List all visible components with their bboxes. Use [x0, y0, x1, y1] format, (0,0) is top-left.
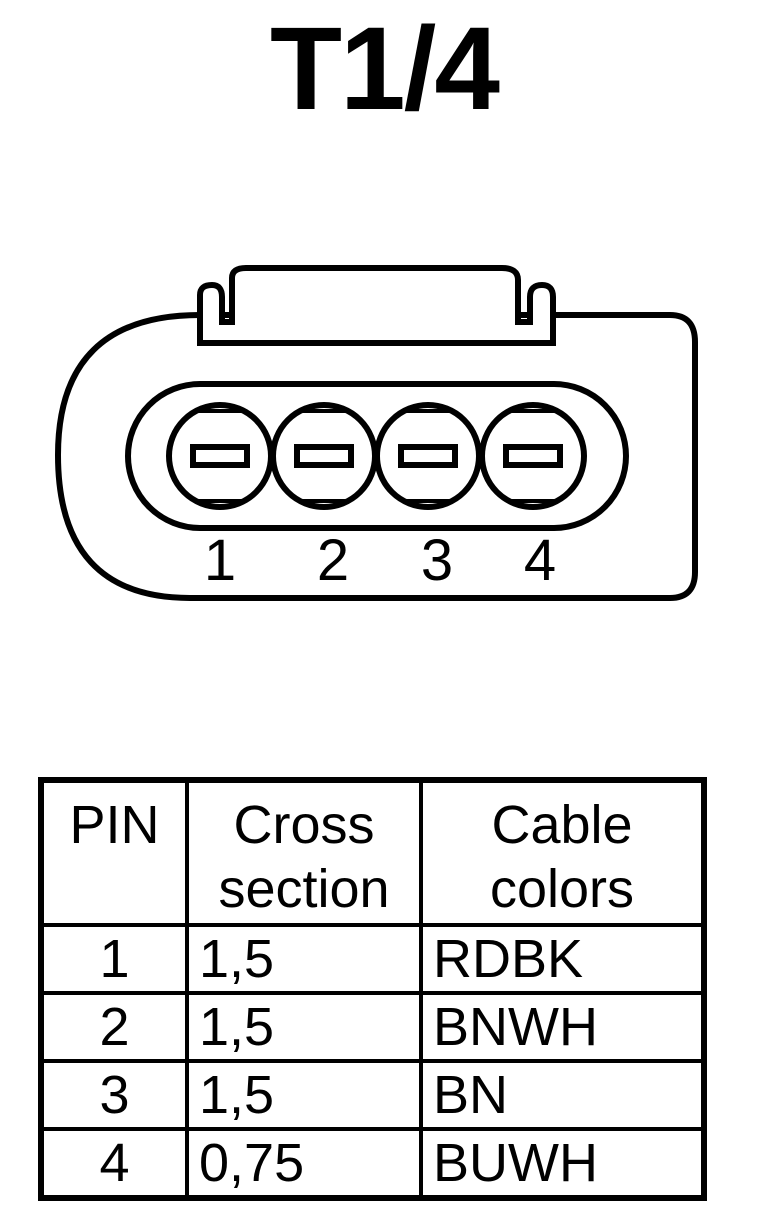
cell-pin: 4: [39, 1127, 189, 1200]
pin-label-3: 3: [421, 528, 453, 593]
header-cable-colors: Cable colors: [419, 778, 706, 927]
cell-cross-section: 1,5: [185, 991, 423, 1063]
cell-cross-section: 0,75: [185, 1127, 423, 1200]
pin-terminal-slot-3: [398, 444, 458, 468]
header-pin: PIN: [39, 778, 189, 927]
table-header-row: PIN Cross section Cable colors: [39, 778, 706, 927]
cell-cross-section: 1,5: [185, 1059, 423, 1131]
cell-cable-color: BNWH: [419, 991, 706, 1063]
connector-title: T1/4: [269, 3, 500, 135]
pin-label-2: 2: [317, 528, 349, 593]
cell-pin: 3: [39, 1059, 189, 1131]
pin-terminal-slot-1: [190, 444, 250, 468]
cell-pin: 2: [39, 991, 189, 1063]
pin-cavities: [166, 402, 587, 510]
cell-cable-color: BUWH: [419, 1127, 706, 1200]
table-row: 2 1,5 BNWH: [39, 991, 706, 1063]
pin-label-1: 1: [204, 528, 236, 593]
header-cross-section: Cross section: [185, 778, 423, 927]
pin-table: PIN Cross section Cable colors 1 1,5 RDB…: [38, 777, 707, 1201]
pin-terminal-slot-2: [294, 444, 354, 468]
pin-terminal-slot-4: [503, 444, 563, 468]
table-row: 1 1,5 RDBK: [39, 923, 706, 995]
pin-labels: 1 2 3 4: [204, 528, 556, 593]
connector-latch: [197, 265, 556, 346]
cell-cable-color: BN: [419, 1059, 706, 1131]
cell-pin: 1: [39, 923, 189, 995]
pin-label-4: 4: [524, 528, 556, 593]
cell-cable-color: RDBK: [419, 923, 706, 995]
table-row: 3 1,5 BN: [39, 1059, 706, 1131]
cell-cross-section: 1,5: [185, 923, 423, 995]
connector-diagram: 1 2 3 4: [54, 265, 698, 601]
table-row: 4 0,75 BUWH: [39, 1127, 706, 1200]
